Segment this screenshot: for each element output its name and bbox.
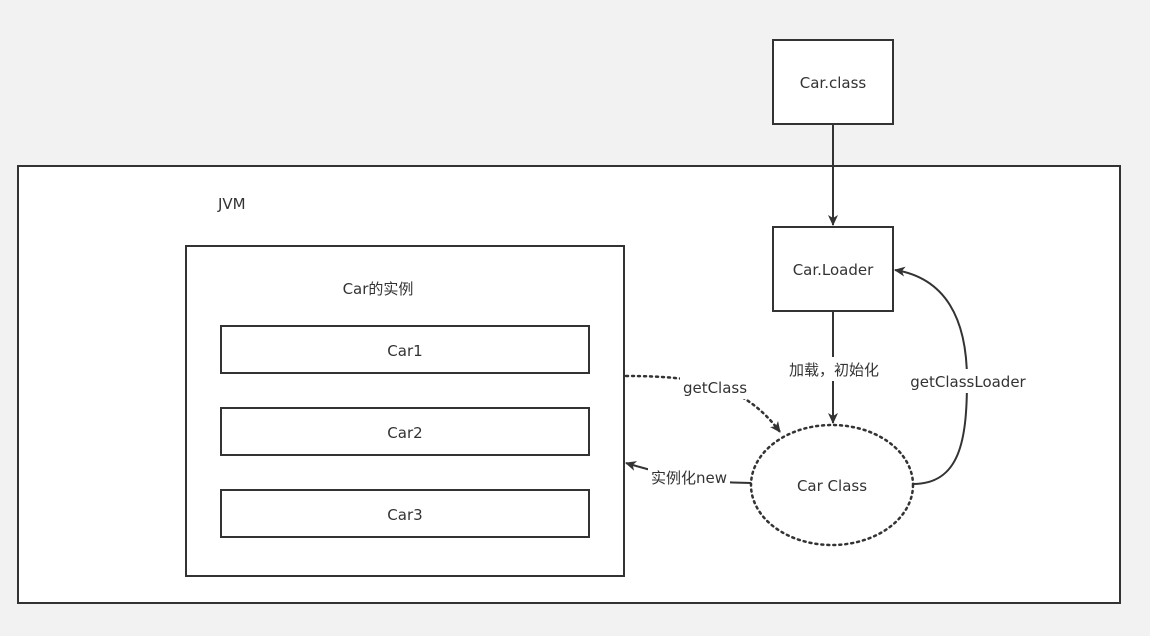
car2-box (220, 407, 590, 456)
car-class-file-label: Car.class (800, 74, 867, 92)
jvm-label: JVM (217, 195, 246, 213)
car-loader-label: Car.Loader (793, 261, 874, 279)
car-class-file-box (772, 39, 894, 125)
car-loader-box (772, 226, 894, 312)
edge-get-class-label-bg (680, 375, 750, 399)
car-class-label: Car Class (797, 477, 867, 495)
car3-box (220, 489, 590, 538)
edge-instantiate-label: 实例化new (651, 469, 727, 487)
car3-label: Car3 (387, 506, 422, 524)
edge-get-class-loader-label-bg (910, 369, 1028, 393)
edge-load-init-label: 加载，初始化 (789, 361, 879, 379)
car1-box (220, 325, 590, 374)
edge-load-init-label-bg (784, 357, 884, 381)
car2-label: Car2 (387, 424, 422, 442)
edge-get-class-label: getClass (683, 379, 747, 397)
edge-get-class-loader-label: getClassLoader (910, 373, 1026, 391)
edge-instantiate-label-bg (648, 465, 730, 489)
car1-label: Car1 (387, 342, 422, 360)
instances-group-label: Car的实例 (343, 280, 414, 298)
